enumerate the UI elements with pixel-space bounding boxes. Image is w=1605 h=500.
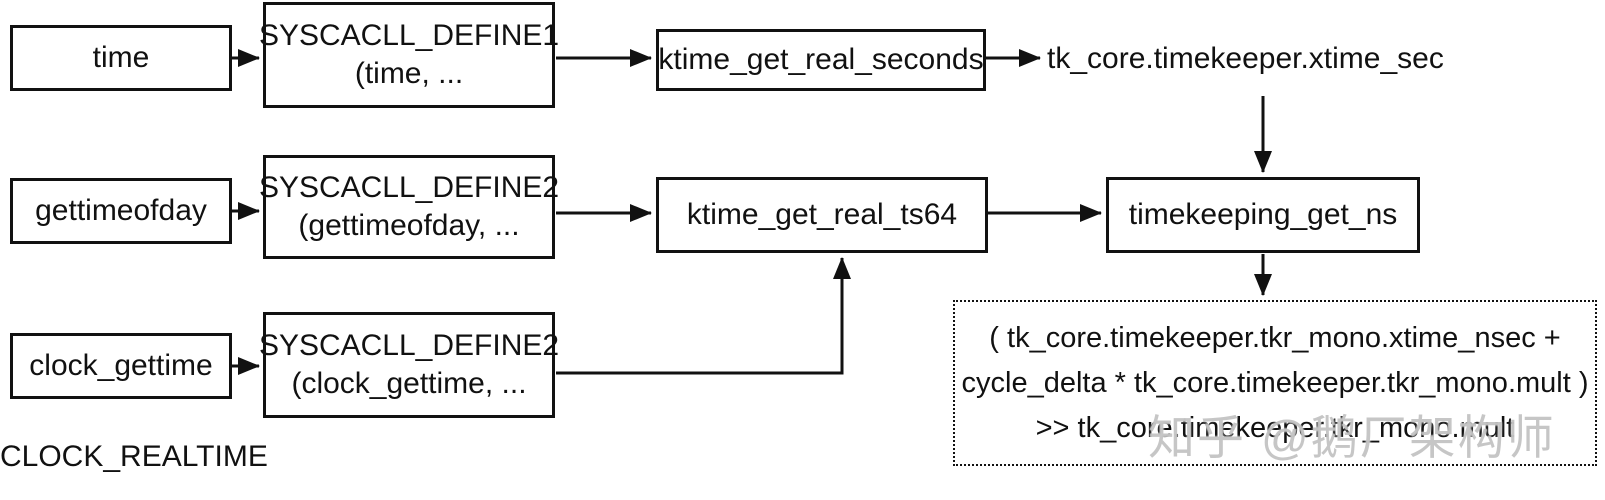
node-syscall-define1-time-line1: SYSCACLL_DEFINE1 [258, 19, 560, 52]
node-clock-gettime: clock_gettime [10, 333, 232, 399]
formula-line1: ( tk_core.timekeeper.tkr_mono.xtime_nsec… [989, 321, 1561, 354]
formula-line2: cycle_delta * tk_core.timekeeper.tkr_mon… [961, 366, 1589, 399]
node-gettimeofday: gettimeofday [10, 178, 232, 244]
label-clock-realtime: CLOCK_REALTIME [0, 440, 268, 473]
node-ktime-get-real-ts64: ktime_get_real_ts64 [656, 177, 988, 253]
node-formula-box: ( tk_core.timekeeper.tkr_mono.xtime_nsec… [953, 300, 1597, 466]
node-syscall-define2-gettimeofday-line2: (gettimeofday, ... [298, 209, 520, 242]
node-ktime-get-real-seconds-label: ktime_get_real_seconds [658, 43, 984, 76]
formula-line3: >> tk_core.timekeeper.tkr_mono.mult [1035, 411, 1515, 444]
node-timekeeping-get-ns: timekeeping_get_ns [1106, 177, 1420, 253]
node-syscall-define2-gettimeofday-line1: SYSCACLL_DEFINE2 [258, 171, 560, 204]
node-syscall-define1-time: SYSCACLL_DEFINE1 (time, ... [259, 2, 559, 108]
zhihu-watermark: 知乎 @鹅厂架构师 [1148, 411, 1556, 464]
label-xtime-sec: tk_core.timekeeper.xtime_sec [1047, 42, 1444, 75]
node-time-label: time [92, 41, 150, 74]
node-ktime-get-real-ts64-label: ktime_get_real_ts64 [686, 198, 958, 231]
node-ktime-get-real-seconds: ktime_get_real_seconds [656, 29, 986, 91]
node-timekeeping-get-ns-label: timekeeping_get_ns [1128, 198, 1398, 231]
node-syscall-define2-gettimeofday: SYSCACLL_DEFINE2 (gettimeofday, ... [259, 155, 559, 259]
node-time: time [10, 25, 232, 91]
node-clock-gettime-label: clock_gettime [29, 349, 213, 382]
node-syscall-define1-time-line2: (time, ... [354, 57, 464, 90]
node-syscall-define2-clock-gettime: SYSCACLL_DEFINE2 (clock_gettime, ... [259, 312, 559, 418]
node-syscall-define2-clock-gettime-line1: SYSCACLL_DEFINE2 [258, 329, 560, 362]
node-gettimeofday-label: gettimeofday [35, 194, 207, 227]
node-syscall-define2-clock-gettime-line2: (clock_gettime, ... [291, 367, 527, 400]
